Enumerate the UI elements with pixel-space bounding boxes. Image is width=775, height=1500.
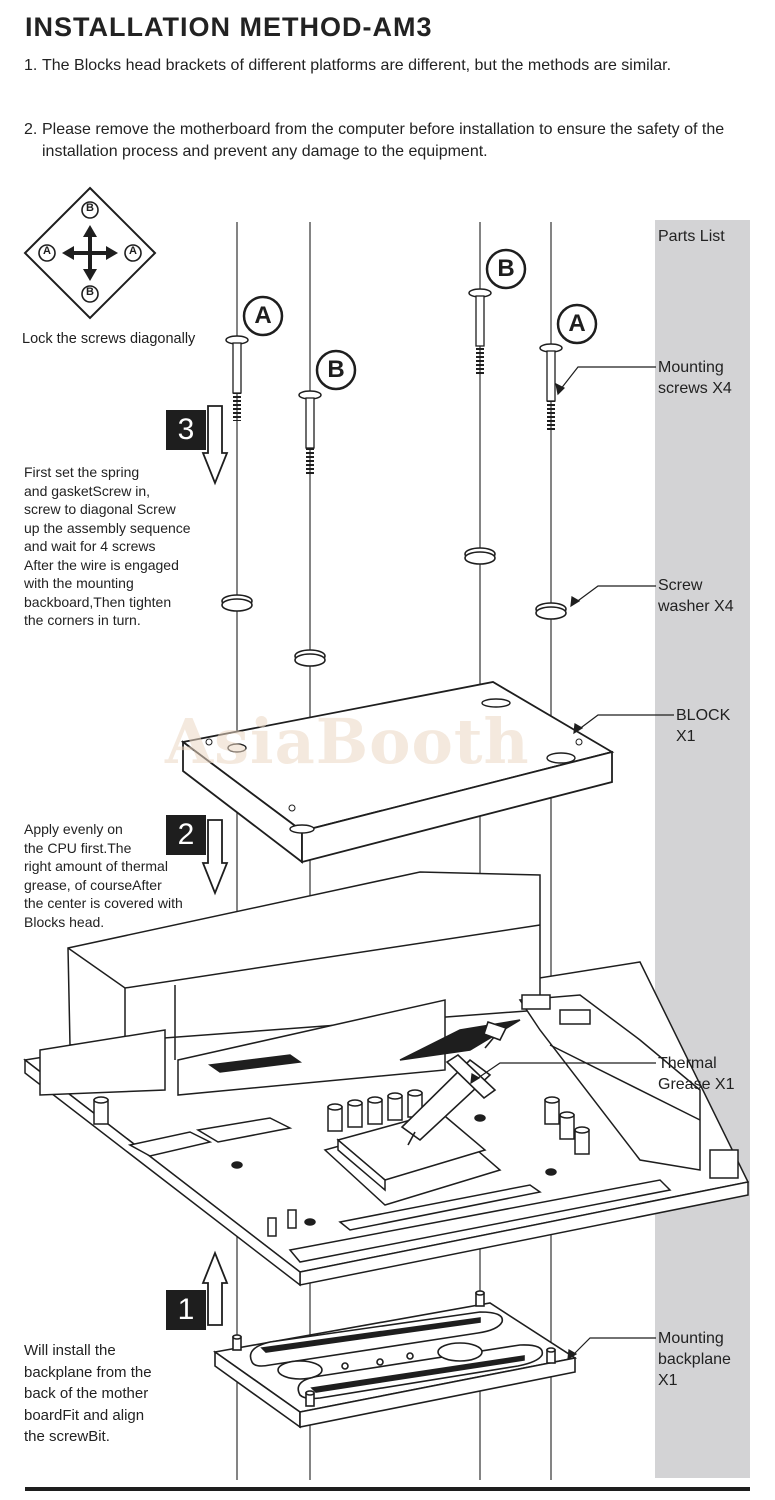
screw-washers — [221, 547, 567, 667]
step-2-line: Apply evenly on — [24, 821, 123, 837]
screw-4 — [539, 343, 563, 431]
step-3-instructions: First set the spring and gasketScrew in,… — [24, 463, 191, 630]
diag-letter-a-right: A — [129, 245, 137, 257]
note-2-number: 2. — [24, 121, 38, 138]
part-label-backplane: Mounting backplane X1 — [658, 1328, 731, 1391]
step-2-badge: 2 — [166, 815, 206, 855]
part-block-line1: BLOCK — [676, 707, 731, 724]
screw-3 — [468, 288, 492, 374]
note-2-text: Please remove the motherboard from the c… — [42, 121, 725, 160]
step-3-line: backboard,Then tighten — [24, 593, 172, 610]
step-1-line: back of the mother — [24, 1385, 149, 1402]
note-1-text: The Blocks head brackets of different pl… — [42, 57, 672, 74]
step-3-line: the corners in turn. — [24, 612, 141, 628]
part-backplane-line3: X1 — [658, 1372, 678, 1389]
part-label-screws: Mounting screws X4 — [658, 357, 732, 399]
cpu-block — [180, 681, 615, 864]
step-1-instructions: Will install the backplane from the back… — [24, 1340, 152, 1448]
screw-1 — [225, 335, 249, 421]
diag-letter-b-top: B — [86, 202, 94, 214]
diag-letter-a-left: A — [43, 245, 51, 257]
diagonal-lock-icon — [23, 186, 157, 320]
leader-lines — [470, 366, 674, 1361]
part-screws-line2: screws X4 — [658, 380, 732, 397]
step-3-line: up the assembly sequence — [24, 519, 191, 536]
screw-3-letter: B — [497, 255, 515, 282]
part-label-grease: Thermal Grease X1 — [658, 1053, 734, 1095]
note-1-number: 1. — [24, 57, 38, 74]
step-2-line: the center is covered with — [24, 895, 183, 911]
note-1: 1. The Blocks head brackets of different… — [24, 55, 724, 77]
step-3-line: First set the spring — [24, 464, 140, 480]
thermal-grease-syringe — [400, 1020, 508, 1146]
step-arrows — [201, 405, 229, 1326]
watermark: AsiaBooth — [165, 705, 530, 778]
mounting-backplane — [212, 1290, 578, 1429]
step-2-line: grease, of courseAfter — [24, 876, 162, 893]
part-washers-line2: washer X4 — [658, 598, 734, 615]
step-1-line: backplane from the — [24, 1363, 152, 1381]
parts-list-bar — [655, 220, 750, 1478]
step-3-badge: 3 — [166, 410, 206, 450]
step-3-line: with the mounting — [24, 575, 134, 591]
step-3-line: and gasketScrew in, — [24, 482, 151, 499]
bottom-rule — [25, 1487, 750, 1491]
parts-list-heading: Parts List — [658, 228, 725, 245]
part-backplane-line1: Mounting — [658, 1330, 724, 1347]
page-title: INSTALLATION METHOD-AM3 — [25, 12, 433, 42]
step-1-badge: 1 — [166, 1290, 206, 1330]
part-grease-line1: Thermal — [658, 1055, 717, 1072]
part-label-washers: Screw washer X4 — [658, 575, 734, 617]
part-block-line2: X1 — [676, 728, 696, 745]
note-2: 2. Please remove the motherboard from th… — [24, 119, 744, 163]
screw-4-letter: A — [568, 310, 586, 337]
screw-letter-circles — [242, 248, 598, 391]
diagonal-caption: Lock the screws diagonally — [22, 331, 196, 347]
step-3-line: After the wire is engaged — [24, 556, 179, 573]
step-2-line: right amount of thermal — [24, 858, 168, 874]
alignment-lines — [236, 222, 552, 1480]
motherboard — [23, 871, 750, 1287]
part-label-block: BLOCK X1 — [676, 705, 730, 747]
step-1-line: the screwBit. — [24, 1428, 110, 1445]
step-3-line: screw to diagonal Screw — [24, 501, 176, 517]
mounting-screws — [225, 288, 563, 476]
step-1-line: Will install the — [24, 1342, 116, 1359]
step-2-instructions: Apply evenly on the CPU first.The right … — [24, 820, 183, 931]
part-screws-line1: Mounting — [658, 359, 724, 376]
step-1-line: boardFit and align — [24, 1406, 145, 1424]
part-washers-line1: Screw — [658, 577, 703, 594]
part-backplane-line2: backplane — [658, 1351, 731, 1368]
screw-2-letter: B — [327, 356, 345, 383]
step-2-line: the CPU first.The — [24, 839, 132, 856]
step-3-line: and wait for 4 screws — [24, 538, 156, 554]
step-2-line: Blocks head. — [24, 913, 105, 930]
diag-letter-b-bottom: B — [86, 286, 94, 298]
screw-2 — [298, 390, 322, 476]
screw-1-letter: A — [254, 302, 272, 329]
part-grease-line2: Grease X1 — [658, 1076, 735, 1093]
